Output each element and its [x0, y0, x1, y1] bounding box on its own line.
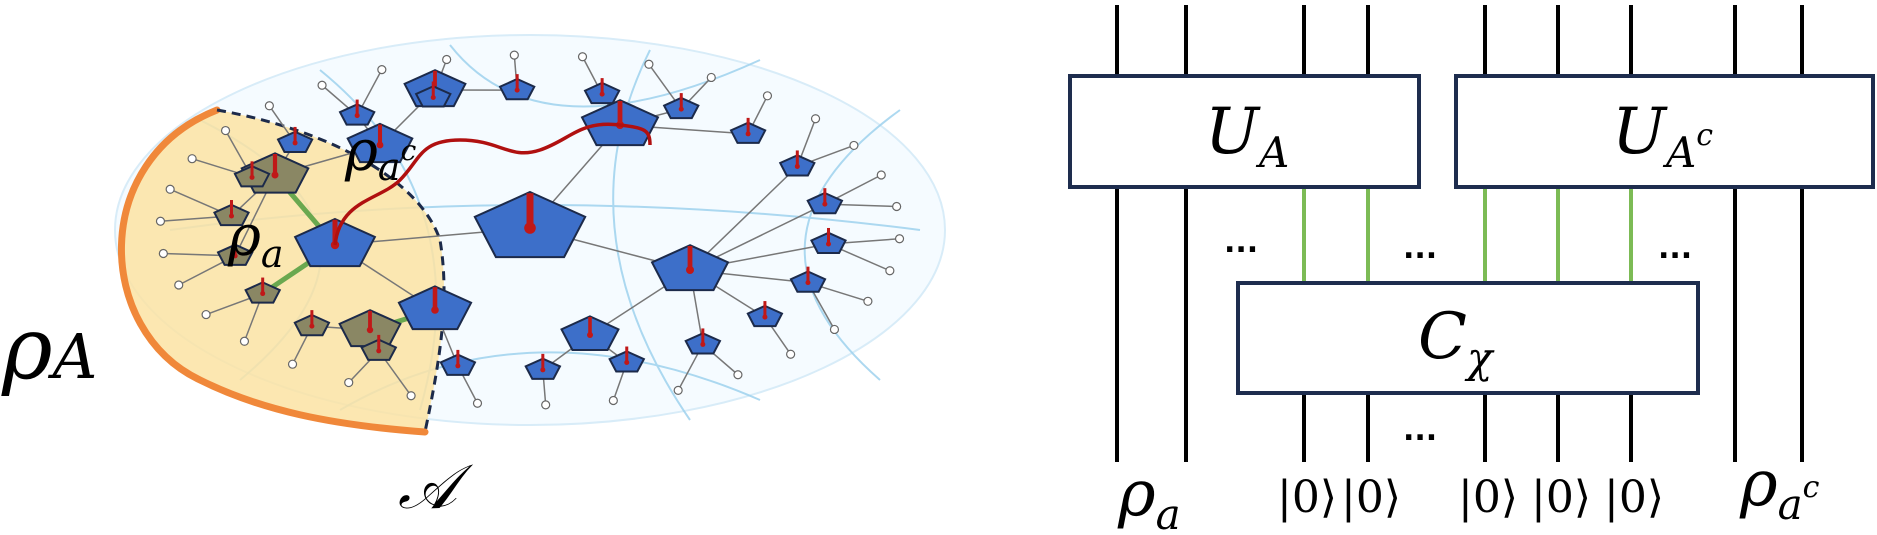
tensor-node: [789, 266, 827, 293]
region-a-border: [117, 106, 429, 436]
tensor-node: [541, 400, 551, 410]
tensor-node: [746, 301, 784, 328]
tensor-node: [276, 126, 314, 153]
ellipsis-middle: ...: [1403, 231, 1437, 266]
box-C-chi: [1236, 281, 1700, 395]
tensor-node: [778, 150, 816, 177]
outer-wires: [1115, 5, 1804, 462]
tensor-node: [442, 54, 452, 65]
tensor-node: [317, 80, 327, 90]
ket-zero-3: |0⟩: [1458, 472, 1518, 523]
entanglement-path: [333, 122, 652, 246]
tensor-node: [220, 125, 231, 136]
tensor-node: [892, 201, 902, 212]
tensor-node: [608, 346, 646, 373]
tensor-node: [863, 296, 873, 306]
ancilla-wires: [1302, 188, 1633, 283]
tensor-node: [684, 328, 722, 355]
tensor-node: [560, 315, 620, 351]
tensor-node: [155, 216, 166, 226]
tensor-node: [885, 266, 895, 276]
cut-boundary: [216, 108, 446, 433]
ellipsis-left: ...: [1224, 225, 1258, 260]
network-tensors: [155, 50, 905, 410]
tensor-node: [644, 59, 654, 69]
tensor-node: [360, 334, 398, 361]
tensor-node: [608, 395, 618, 406]
ket-zero-5: |0⟩: [1604, 472, 1664, 523]
label-rho-a: ρa: [227, 204, 284, 276]
tensor-node: [577, 52, 588, 62]
tensor-node: [733, 370, 743, 380]
tensor-node: [158, 248, 168, 259]
tensor-node: [414, 81, 452, 108]
tensor-node: [264, 101, 274, 111]
tensor-node: [829, 324, 840, 335]
tensor-node: [876, 170, 886, 180]
tensor-node: [174, 280, 184, 290]
tensor-node: [786, 349, 796, 359]
tensor-node: [810, 227, 847, 254]
tensor-node: [439, 349, 477, 376]
tensor-node: [729, 117, 767, 144]
tensor-node: [239, 336, 250, 346]
tensor-node: [201, 309, 211, 320]
ellipsis-right: ...: [1658, 231, 1692, 266]
label-rho-a-c: ρac: [344, 119, 417, 189]
tensor-node: [472, 398, 483, 408]
tensor-node: [580, 99, 660, 147]
tensor-node: [762, 91, 773, 101]
tensor-node: [894, 234, 905, 244]
tensor-node: [233, 161, 271, 188]
tensor-node: [583, 78, 621, 105]
label-cut-A: 𝒜: [398, 450, 474, 523]
tensor-node: [810, 114, 821, 124]
tensor-node: [244, 277, 282, 304]
tensor-node: [165, 184, 175, 194]
tensor-node: [673, 385, 683, 395]
tensor-node: [524, 353, 562, 380]
tensor-node: [213, 200, 250, 227]
tensor-node: [397, 285, 473, 331]
label-U-Ac: UAc: [1612, 95, 1713, 177]
ket-zero-2: |0⟩: [1341, 472, 1401, 523]
bottom-label-rho-a: ρa: [1117, 457, 1181, 535]
tensor-node: [806, 188, 844, 215]
tensor-node: [662, 93, 700, 120]
tensor-node: [293, 310, 331, 337]
tensor-node: [187, 154, 197, 164]
tensor-node: [346, 122, 414, 164]
tensor-node: [706, 72, 716, 83]
label-C-chi: Cχ: [1418, 300, 1495, 382]
tensor-node: [509, 50, 519, 60]
tensor-node: [216, 239, 254, 266]
tensor-node: [849, 140, 859, 151]
circuit-diagram: UA UAc Cχ ... ... ... ... ρa ρac |0⟩ |0⟩…: [1068, 5, 1875, 535]
tensor-node: [498, 74, 536, 101]
tensor-node: [344, 377, 354, 388]
ket-zero-4: |0⟩: [1531, 472, 1591, 523]
tensor-node: [287, 359, 298, 369]
label-U-A: UA: [1205, 95, 1289, 177]
ellipsis-bottom: ...: [1403, 413, 1437, 448]
label-rho-A: ρA: [1, 299, 97, 399]
tensor-node: [406, 391, 416, 401]
box-U-Ac: [1454, 74, 1875, 189]
box-U-A: [1068, 74, 1421, 189]
hyperbolic-tensor-network: ρA 𝒜 ρa ρac: [1, 34, 946, 523]
bottom-label-rho-ac: ρac: [1739, 447, 1820, 529]
ket-zero-1: |0⟩: [1277, 472, 1337, 523]
tensor-node: [377, 65, 387, 75]
tensor-node: [473, 190, 587, 259]
tensor-node: [650, 244, 730, 292]
tensor-node: [338, 99, 376, 126]
